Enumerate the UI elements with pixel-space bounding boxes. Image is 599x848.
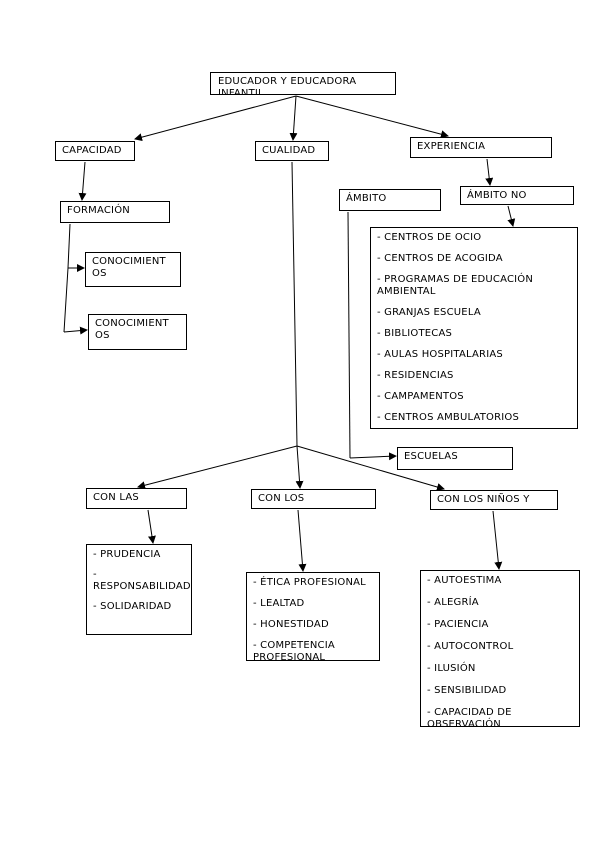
node-con-los-ninos-label: CON LOS NIÑOS Y xyxy=(437,494,530,505)
node-capacidad-label: CAPACIDAD xyxy=(62,145,122,156)
node-conocimientos-1: CONOCIMIENT OS xyxy=(85,252,181,287)
arrow-root-experiencia xyxy=(295,95,449,139)
node-cualidad: CUALIDAD xyxy=(255,141,329,161)
node-con-las: CON LAS xyxy=(86,488,187,509)
list-item: - AULAS HOSPITALARIAS xyxy=(377,349,503,360)
node-escuelas: ESCUELAS xyxy=(397,447,513,470)
node-con-los-ninos: CON LOS NIÑOS Y xyxy=(430,490,558,510)
node-formacion: FORMACIÓN xyxy=(60,201,170,223)
arrow-con-los-list xyxy=(297,509,307,572)
node-experiencia-label: EXPERIENCIA xyxy=(417,141,486,152)
list-item: - RESPONSABILIDAD xyxy=(93,569,191,592)
arrow-to-con-ninos xyxy=(296,445,445,491)
list-item: - ILUSIÓN xyxy=(427,663,476,674)
arrow-ambito-no-list xyxy=(507,205,516,227)
list-item: - AUTOESTIMA xyxy=(427,575,502,586)
node-ambito-no-label: ÁMBITO NO xyxy=(467,190,527,201)
arrow-experiencia-ambito-no xyxy=(485,158,494,186)
list-item: - PRUDENCIA xyxy=(93,549,161,560)
list-item: - COMPETENCIA PROFESIONAL xyxy=(253,640,335,661)
list-item: - HONESTIDAD xyxy=(253,619,329,630)
arrow-root-capacidad xyxy=(134,95,297,142)
node-ambito-label: ÁMBITO xyxy=(346,193,387,204)
list-item: - ALEGRÍA xyxy=(427,597,479,608)
node-ambito-no: ÁMBITO NO xyxy=(460,186,574,205)
node-experiencia: EXPERIENCIA xyxy=(410,137,552,158)
node-con-los: CON LOS xyxy=(251,489,376,509)
line-ambito-to-escuelas xyxy=(347,211,351,459)
list-item: - PROGRAMAS DE EDUCACIÓN AMBIENTAL xyxy=(377,274,534,297)
arrow-root-cualidad xyxy=(289,95,298,141)
list-item: - SENSIBILIDAD xyxy=(427,685,507,696)
list-item: - SOLIDARIDAD xyxy=(93,601,172,612)
node-con-los-label: CON LOS xyxy=(258,493,305,504)
node-root-label: EDUCADOR Y EDUCADORA INFANTIL xyxy=(218,76,357,95)
arrow-to-escuelas xyxy=(349,452,397,461)
node-formacion-label: FORMACIÓN xyxy=(67,205,130,216)
arrow-con-ninos-list xyxy=(492,510,503,570)
node-conocimientos-2-label: CONOCIMIENT OS xyxy=(95,318,169,341)
node-capacidad: CAPACIDAD xyxy=(55,141,135,161)
node-conocimientos-2: CONOCIMIENT OS xyxy=(88,314,187,350)
list-item: - PACIENCIA xyxy=(427,619,489,630)
arrow-to-con-los xyxy=(295,445,304,489)
list-item: - LEALTAD xyxy=(253,598,305,609)
list-item: - CAPACIDAD DE OBSERVACIÓN xyxy=(427,707,512,727)
arrow-to-conoc2 xyxy=(63,326,88,335)
arrow-con-las-list xyxy=(147,509,156,544)
arrow-to-con-las xyxy=(137,445,298,490)
node-con-las-label: CON LAS xyxy=(93,492,139,503)
list-item: - ÉTICA PROFESIONAL xyxy=(253,577,366,588)
node-cualidad-label: CUALIDAD xyxy=(262,145,316,156)
line-cualidad-trunk xyxy=(291,161,298,447)
node-escuelas-label: ESCUELAS xyxy=(404,451,458,462)
list-ambito-no: - CENTROS DE OCIO - CENTROS DE ACOGIDA -… xyxy=(370,227,578,429)
list-item: - CAMPAMENTOS xyxy=(377,391,464,402)
list-item: - BIBLIOTECAS xyxy=(377,328,453,339)
node-conocimientos-1-label: CONOCIMIENT OS xyxy=(92,256,166,279)
list-item: - CENTROS DE OCIO xyxy=(377,232,482,243)
arrow-capacidad-formacion xyxy=(78,161,87,201)
node-ambito: ÁMBITO xyxy=(339,189,441,211)
list-item: - RESIDENCIAS xyxy=(377,370,454,381)
list-item: - AUTOCONTROL xyxy=(427,641,514,652)
line-formacion-trunk xyxy=(63,223,71,333)
list-item: - CENTROS DE ACOGIDA xyxy=(377,253,503,264)
list-item: - GRANJAS ESCUELA xyxy=(377,307,481,318)
node-root: EDUCADOR Y EDUCADORA INFANTIL xyxy=(210,72,396,95)
list-item: - CENTROS AMBULATORIOS xyxy=(377,412,520,423)
list-con-las: - PRUDENCIA - RESPONSABILIDAD - SOLIDARI… xyxy=(86,544,192,635)
list-con-los-ninos: - AUTOESTIMA - ALEGRÍA - PACIENCIA - AUT… xyxy=(420,570,580,727)
list-con-los: - ÉTICA PROFESIONAL - LEALTAD - HONESTID… xyxy=(246,572,380,661)
